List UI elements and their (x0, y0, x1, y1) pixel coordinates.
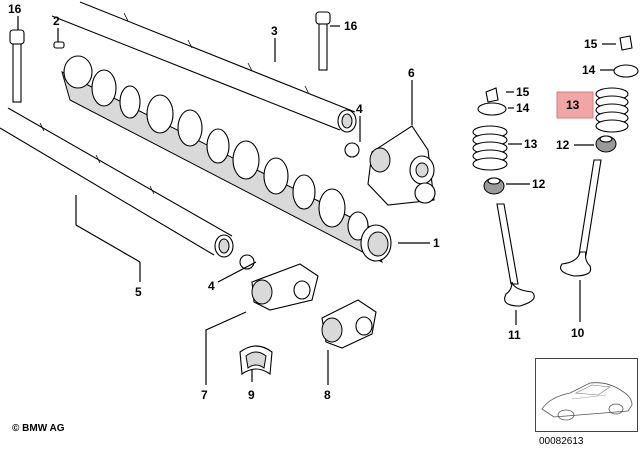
car-silhouette-icon (541, 382, 633, 421)
callout-5: 5 (135, 285, 142, 299)
bolt-left (9, 29, 25, 103)
upper-rocker-shaft (51, 1, 357, 133)
callout-2: 2 (53, 14, 60, 28)
pin (53, 41, 65, 49)
valve-exhaust (496, 203, 535, 307)
rocker-arm-assembly (367, 125, 436, 206)
rocker-arm-right (321, 299, 377, 349)
figure-id-text: 00082613 (539, 436, 584, 447)
callout-14-right: 14 (582, 63, 596, 77)
copyright-text: © BMW AG (12, 423, 65, 434)
callout-8: 8 (324, 388, 331, 402)
camshaft (61, 55, 392, 263)
callout-15-left: 15 (516, 85, 530, 99)
leader-lines (17, 16, 616, 385)
callout-4-lower: 4 (208, 279, 215, 293)
valve-keeper-right (619, 35, 633, 51)
callout-12-left: 12 (532, 177, 546, 191)
stem-seal-right (595, 135, 617, 153)
callout-4-upper: 4 (356, 102, 363, 116)
callout-1: 1 (433, 236, 440, 250)
stem-seal-left (483, 177, 505, 195)
callout-labels: 16 2 3 16 6 4 1 4 5 7 9 8 11 10 15 14 13… (8, 2, 598, 402)
spring-retainer-right (613, 64, 639, 78)
highlight-box (556, 91, 594, 119)
valve-keeper-left (485, 87, 499, 103)
vehicle-thumbnail[interactable] (535, 358, 638, 432)
callout-3: 3 (271, 24, 278, 38)
callout-16-right: 16 (344, 19, 358, 33)
callout-12-right: 12 (556, 138, 570, 152)
callout-16-left: 16 (8, 2, 22, 16)
callout-11: 11 (508, 328, 521, 342)
callout-10: 10 (571, 326, 585, 340)
bolt-right (315, 11, 331, 71)
rocker-arm-left (251, 263, 319, 311)
valve-spring-right (595, 87, 629, 133)
valve-spring-left (472, 125, 508, 171)
callout-9: 9 (248, 388, 255, 402)
plug-upper (344, 142, 360, 158)
spring-retainer-left (477, 102, 507, 116)
callout-6: 6 (408, 66, 415, 80)
callout-15-right: 15 (584, 37, 598, 51)
valve-intake (559, 159, 602, 277)
bushing (239, 345, 273, 376)
callout-7: 7 (201, 388, 208, 402)
callout-14-left: 14 (516, 101, 530, 115)
callout-13-right: 13 (566, 98, 580, 112)
lower-rocker-shaft (0, 107, 234, 258)
callout-13-left: 13 (524, 137, 538, 151)
